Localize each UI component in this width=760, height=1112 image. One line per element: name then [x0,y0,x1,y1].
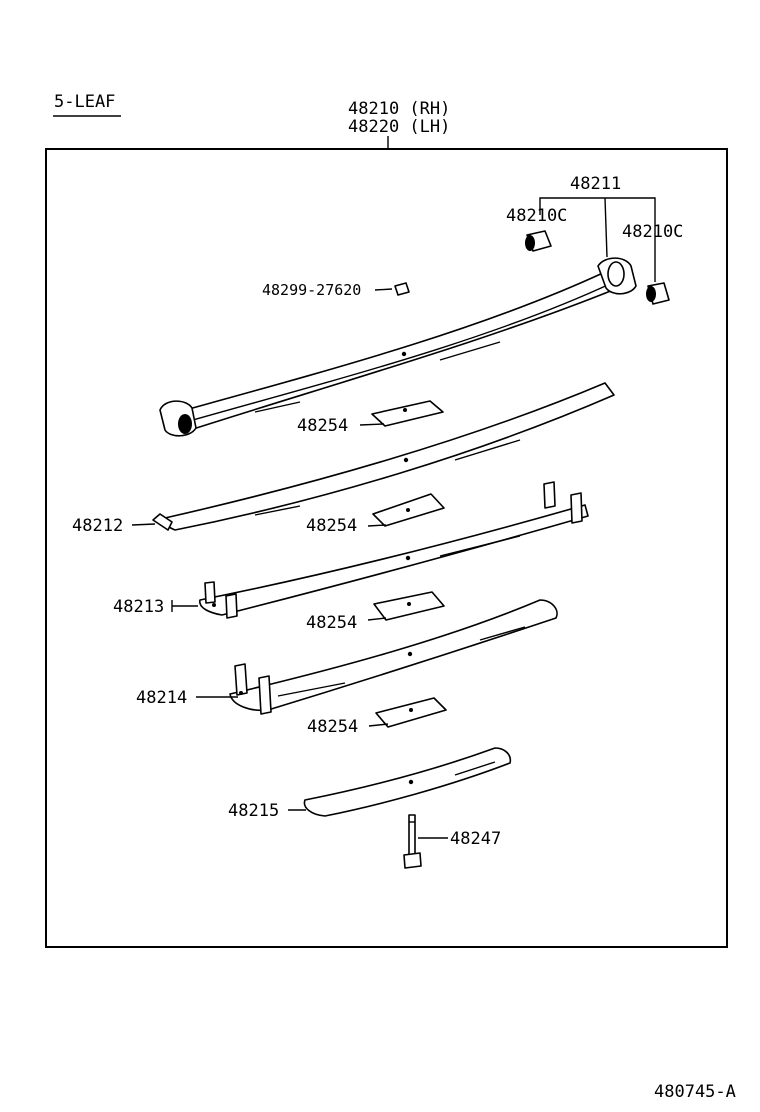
insert-1 [371,400,444,427]
diagram-id: 480745-A [654,1082,736,1102]
insert-4-leader [368,723,389,727]
leaf-no5-label: 48215 [228,801,279,821]
center-bolt-label: 48247 [450,829,501,849]
main-leaf-no1 [159,257,637,437]
spring-no1-bracket [539,197,656,222]
leaf-no2-label: 48212 [72,516,123,536]
insert-2-label: 48254 [306,516,357,536]
nut-label: 48299-27620 [262,281,361,299]
spring-no1-leader [604,197,608,258]
nut-icon [394,282,410,296]
spring-no1-label: 48211 [570,174,621,194]
insert-4 [375,697,447,728]
bushing-right-icon [646,282,670,305]
assembly-rh-label: 48210 (RH) [348,99,450,119]
leaf-no2-leader [131,523,156,526]
insert-1-leader [359,423,385,426]
insert-4-label: 48254 [307,717,358,737]
insert-1-label: 48254 [297,416,348,436]
bushing-left-icon [525,230,552,252]
center-bolt-icon [403,814,422,869]
leaf-no5 [303,747,512,817]
leaf-no4 [229,599,558,715]
variant-label: 5-LEAF [54,92,115,112]
insert-3-leader [367,617,387,621]
leaf-no3-label: 48213 [113,597,164,617]
bushing-left-label: 48210C [506,206,567,226]
insert-2-leader [367,524,387,527]
nut-leader [374,288,393,291]
assembly-lh-label: 48220 (LH) [348,117,450,137]
leaf-no2 [152,382,615,531]
bushing-right-label: 48210C [622,222,683,242]
leaf-no4-label: 48214 [136,688,187,708]
insert-3-label: 48254 [306,613,357,633]
leaf-no3 [199,481,589,619]
assembly-frame [45,148,728,948]
